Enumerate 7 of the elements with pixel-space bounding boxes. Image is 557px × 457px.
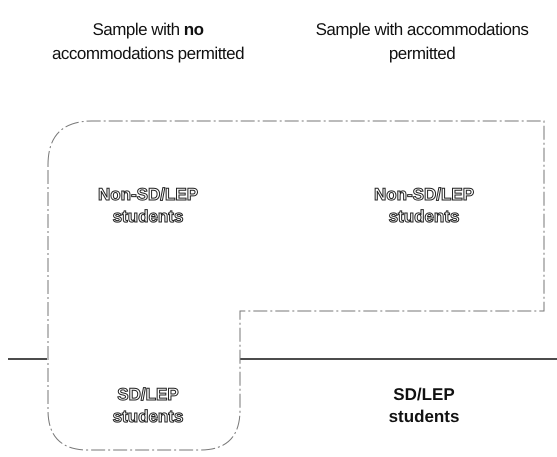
region-outline <box>47 120 547 452</box>
column-heading: Sample with no accommodations permitted <box>50 19 246 65</box>
group-label: Non-SD/LEP students <box>93 184 203 228</box>
group-label: Non-SD/LEP students <box>369 184 479 228</box>
column-heading: Sample with accommodations permitted <box>314 19 530 65</box>
group-label: SD/LEP students <box>388 384 460 428</box>
group-label: SD/LEP students <box>93 384 203 428</box>
